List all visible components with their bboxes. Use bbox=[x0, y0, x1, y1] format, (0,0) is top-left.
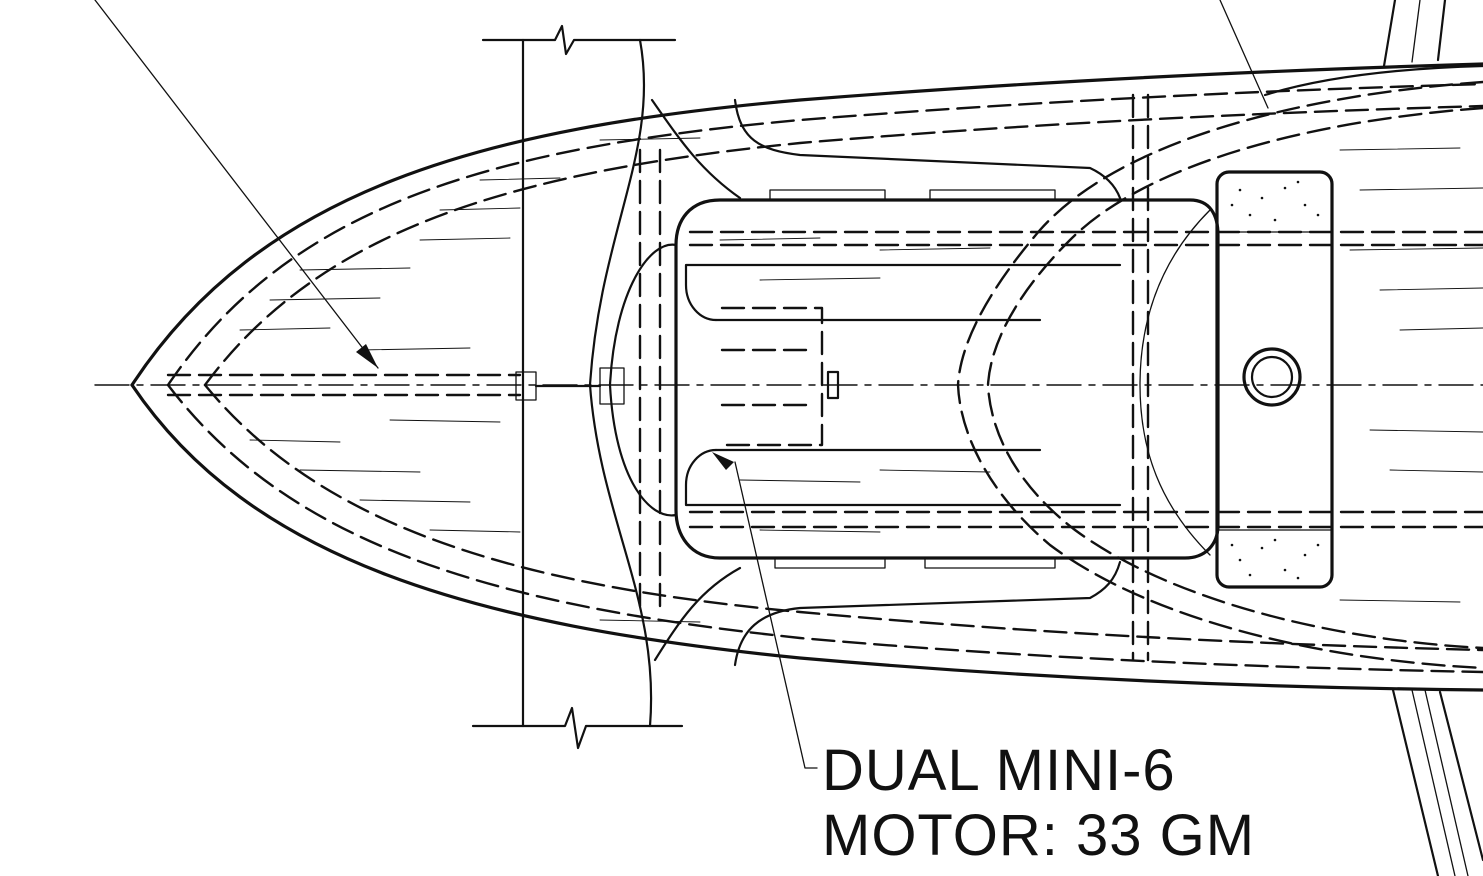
motor-callout-line2: MOTOR: 33 GM bbox=[822, 803, 1255, 868]
cockpit-outline bbox=[956, 80, 1483, 670]
wood-grain bbox=[239, 137, 1483, 623]
hull-outline bbox=[130, 62, 1483, 692]
strut-bottom bbox=[1391, 688, 1483, 876]
strut-top bbox=[1382, 0, 1447, 68]
front-cowl bbox=[638, 98, 1122, 667]
motor-body bbox=[515, 189, 1483, 569]
seat-block bbox=[1215, 170, 1334, 589]
rear-bulkhead bbox=[1131, 93, 1150, 662]
leader-lines bbox=[94, 0, 1269, 769]
hull-inner-dashed bbox=[166, 82, 1483, 674]
motor-callout-line1: DUAL MINI-6 bbox=[822, 738, 1176, 803]
